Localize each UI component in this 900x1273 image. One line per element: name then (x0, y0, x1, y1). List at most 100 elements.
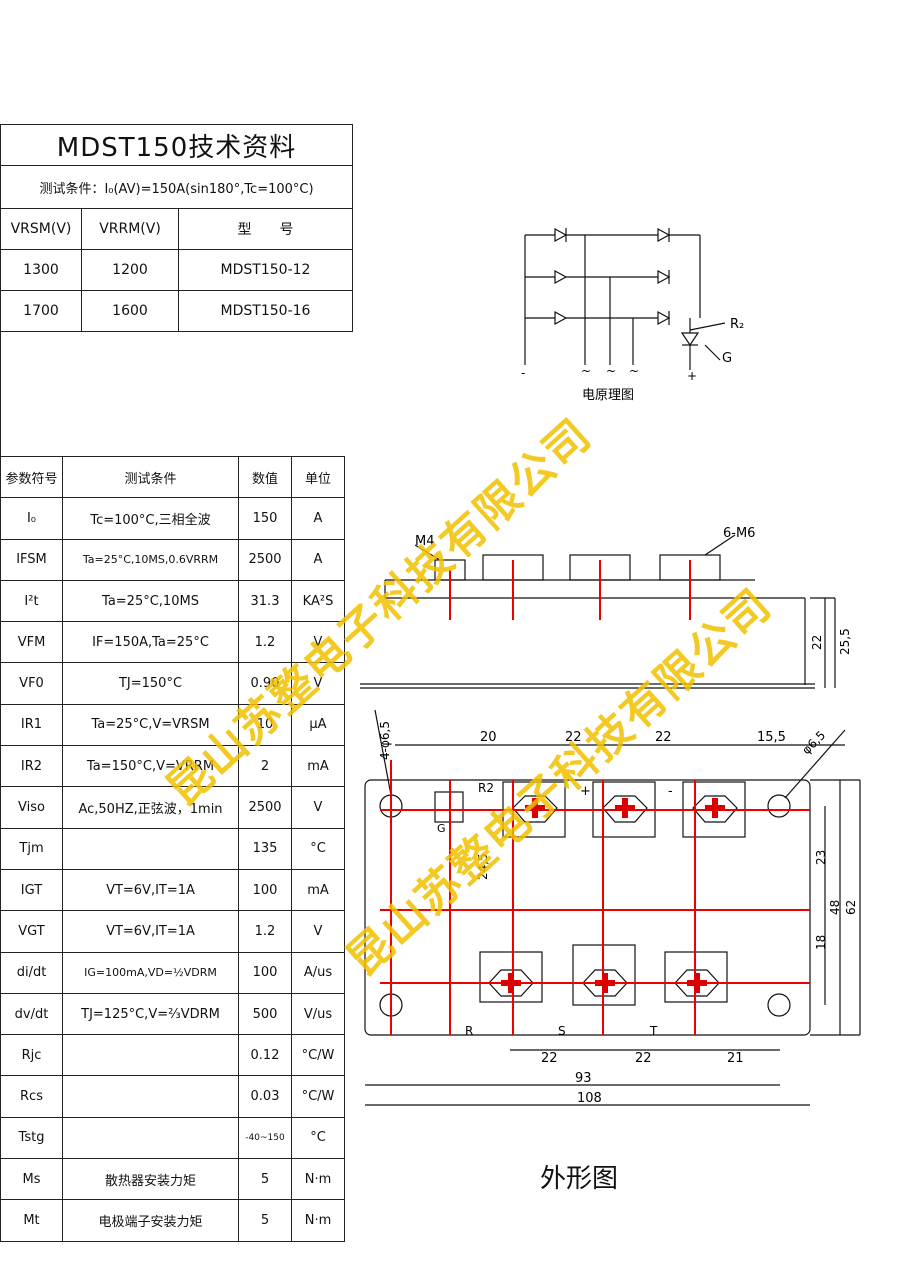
m4-label: M4 (415, 534, 435, 549)
condition-cell: IG=100mA,VD=½VDRM (62, 951, 239, 994)
symbol-cell: Rjc (0, 1034, 63, 1077)
circuit-schematic: R₂ G + - ~ ~ ~ 电原理图 (521, 227, 744, 403)
dim-top: 22 (655, 730, 672, 745)
condition-cell: IF=150A,Ta=25°C (62, 621, 239, 664)
unit-cell: mA (291, 745, 345, 788)
value-cell: 2 (238, 745, 292, 788)
dim-right: 62 (844, 900, 858, 915)
terminal-g: G (437, 822, 446, 835)
symbol-cell: IR1 (0, 703, 63, 747)
header-vrrm: VRRM(V) (81, 208, 179, 250)
value-cell: 1.2 (238, 910, 292, 953)
unit-cell: V (291, 621, 345, 664)
terminal-r: R (465, 1024, 473, 1038)
value-cell: 5 (238, 1199, 292, 1242)
unit-cell: N·m (291, 1158, 345, 1201)
symbol-cell: I₀ (0, 497, 63, 540)
symbol-cell: Rcs (0, 1075, 63, 1118)
symbol-cell: Tjm (0, 827, 63, 870)
vrrm-cell: 1200 (81, 249, 179, 291)
header-model: 型 号 (178, 208, 353, 250)
value-cell: 100 (238, 951, 292, 994)
symbol-cell: VF0 (0, 662, 63, 705)
header-symbol: 参数符号 (0, 455, 63, 499)
plus-label: + (687, 369, 697, 383)
dim-top: 20 (480, 730, 497, 745)
g-label: G (722, 351, 732, 366)
symbol-cell: Ms (0, 1158, 63, 1201)
condition-cell: 散热器安装力矩 (62, 1158, 239, 1201)
symbol-cell: Mt (0, 1199, 63, 1242)
unit-cell: A (291, 497, 345, 540)
dim-108: 108 (577, 1091, 602, 1106)
dim-right: 18 (814, 935, 828, 950)
condition-cell: 电极端子安装力矩 (62, 1199, 239, 1242)
vrsm-cell: 1700 (0, 290, 82, 332)
unit-cell: V (291, 910, 345, 953)
symbol-cell: I²t (0, 579, 63, 623)
terminal-s: S (558, 1024, 566, 1038)
vrsm-cell: 1300 (0, 249, 82, 291)
value-cell: 5 (238, 1158, 292, 1201)
symbol-cell: VGT (0, 910, 63, 953)
tilde-label: ~ (629, 364, 639, 378)
unit-cell: N·m (291, 1199, 345, 1242)
header-vrsm: VRSM(V) (0, 208, 82, 250)
value-cell: 150 (238, 497, 292, 540)
value-cell: 0.12 (238, 1034, 292, 1077)
condition-cell: VT=6V,IT=1A (62, 868, 239, 912)
vrrm-cell: 1600 (81, 290, 179, 332)
symbol-cell: Viso (0, 786, 63, 829)
dim-top: 15,5 (757, 730, 786, 745)
value-cell: 2500 (238, 786, 292, 829)
symbol-cell: VFM (0, 621, 63, 664)
model-cell: MDST150-16 (178, 290, 353, 332)
condition-cell (62, 1116, 239, 1160)
value-cell: 2500 (238, 538, 292, 581)
condition-cell (62, 1034, 239, 1077)
dim-right: 48 (828, 900, 842, 915)
table-row: Rcs 0.03°C/W (0, 1075, 345, 1118)
symbol-cell: Tstg (0, 1116, 63, 1160)
header-value: 数值 (238, 455, 292, 499)
dim-bottom: 22 (541, 1051, 558, 1066)
unit-cell: °C/W (291, 1075, 345, 1118)
symbol-cell: IR2 (0, 745, 63, 788)
value-cell: 31.3 (238, 579, 292, 623)
value-cell: 100 (238, 868, 292, 912)
test-condition: 测试条件：I₀(AV)=150A(sin180°,Tc=100°C) (0, 165, 353, 209)
terminal-r2: R2 (478, 781, 494, 795)
condition-cell: Tc=100°C,三相全波 (62, 497, 239, 540)
dim-93: 93 (575, 1071, 592, 1086)
condition-cell: Ta=25°C,10MS (62, 579, 239, 623)
header-unit: 单位 (291, 455, 345, 499)
dim-bottom: 21 (727, 1051, 744, 1066)
terminal-minus: - (668, 784, 673, 799)
page-title: MDST150技术资料 (0, 124, 353, 166)
header-condition: 测试条件 (62, 455, 239, 499)
unit-cell: V/us (291, 992, 345, 1036)
value-cell: 0.03 (238, 1075, 292, 1118)
condition-cell: Ta=150°C,V=VRRM (62, 745, 239, 788)
unit-cell: A/us (291, 951, 345, 994)
terminal-t: T (649, 1024, 658, 1038)
tilde-label: ~ (581, 364, 591, 378)
outline-caption: 外形图 (540, 1164, 619, 1194)
value-cell: 135 (238, 827, 292, 870)
dim-top: 22 (565, 730, 582, 745)
value-cell: 0.90 (238, 662, 292, 705)
side-view-drawing: M4 6-M6 22 25,5 (360, 526, 852, 689)
symbol-cell: di/dt (0, 951, 63, 994)
unit-cell: V (291, 786, 345, 829)
m6-label: 6-M6 (723, 526, 755, 541)
tilde-label: ~ (606, 364, 616, 378)
